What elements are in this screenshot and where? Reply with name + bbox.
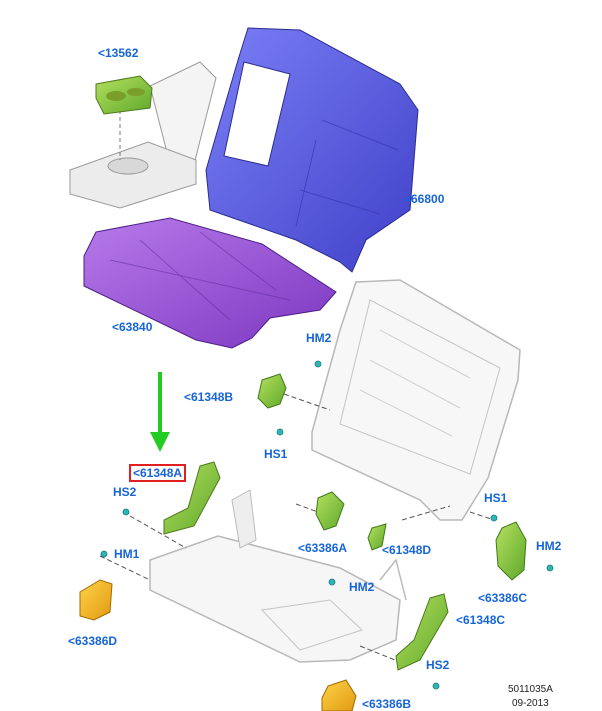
label-hs2-right[interactable]: HS2 bbox=[426, 658, 450, 672]
cupholder-13562[interactable] bbox=[95, 75, 153, 115]
diagram-date: 09-2013 bbox=[512, 698, 549, 709]
seat-cushion-frame bbox=[149, 489, 407, 663]
trim-cover-63386a[interactable] bbox=[315, 491, 345, 531]
screw-hs2-left bbox=[122, 508, 130, 516]
label-hs2-left[interactable]: HS2 bbox=[113, 485, 137, 499]
trim-cover-61348c[interactable] bbox=[395, 593, 449, 671]
label-66800[interactable]: <66800 bbox=[404, 192, 445, 206]
screw-hs2-right bbox=[432, 682, 440, 690]
indicator-arrow bbox=[150, 372, 170, 452]
label-hm2-mid[interactable]: HM2 bbox=[349, 580, 375, 594]
label-hm2-right[interactable]: HM2 bbox=[536, 539, 562, 553]
trim-cover-61348d[interactable] bbox=[367, 523, 387, 551]
label-61348c[interactable]: <61348C bbox=[456, 613, 506, 627]
label-hm2-top[interactable]: HM2 bbox=[306, 331, 332, 345]
screw-hs1-left bbox=[276, 428, 284, 436]
label-hs1-left[interactable]: HS1 bbox=[264, 447, 288, 461]
label-61348d[interactable]: <61348D bbox=[382, 543, 432, 557]
label-hs1-right[interactable]: HS1 bbox=[484, 491, 508, 505]
leader-lines bbox=[99, 393, 495, 663]
screw-hm2-right bbox=[546, 564, 554, 572]
screw-hs1-right bbox=[490, 514, 498, 522]
armrest-assembly bbox=[69, 61, 217, 209]
fasteners bbox=[100, 360, 554, 690]
label-63840[interactable]: <63840 bbox=[112, 320, 153, 334]
screw-hm1 bbox=[100, 550, 108, 558]
trim-cover-63386c[interactable] bbox=[495, 521, 527, 581]
label-63386c[interactable]: <63386C bbox=[478, 591, 528, 605]
screw-hm2-mid bbox=[328, 578, 336, 586]
trim-cover-61348b[interactable] bbox=[257, 373, 287, 409]
label-63386a[interactable]: <63386A bbox=[298, 541, 348, 555]
label-61348b[interactable]: <61348B bbox=[184, 390, 234, 404]
label-13562[interactable]: <13562 bbox=[98, 46, 139, 60]
label-hm1[interactable]: HM1 bbox=[114, 547, 140, 561]
trim-cover-63386b[interactable] bbox=[321, 679, 357, 711]
diagram-code: 5011035A bbox=[508, 684, 553, 695]
label-63386d[interactable]: <63386D bbox=[68, 634, 118, 648]
label-63386b[interactable]: <63386B bbox=[362, 697, 412, 711]
seatback-pad-66800[interactable] bbox=[205, 27, 419, 273]
trim-cover-61348a[interactable] bbox=[163, 461, 221, 535]
label-61348a-selected[interactable]: <61348A bbox=[129, 464, 187, 482]
seat-cushion-pad-63840[interactable] bbox=[83, 217, 337, 349]
trim-cover-63386d[interactable] bbox=[79, 579, 113, 621]
seatback-frame bbox=[311, 279, 521, 521]
screw-hm2-top bbox=[314, 360, 322, 368]
